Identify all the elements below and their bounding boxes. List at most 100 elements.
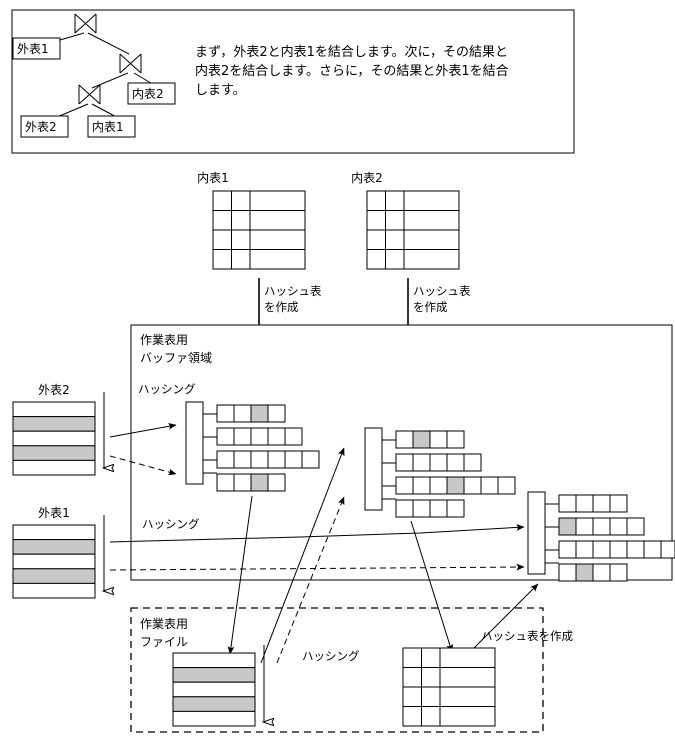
top-panel: 外表1 内表2 外表2 内表1 まず，外表2と内表1を結合します。次に，その結果… xyxy=(11,9,575,154)
file-region-label-line: ファイル xyxy=(140,635,188,649)
action-label-line: ハッシュ表 xyxy=(264,284,322,298)
hash-chain xyxy=(558,563,628,582)
hash-cell xyxy=(446,453,465,472)
join-tree-node-inner2: 内表2 xyxy=(127,82,176,105)
hash-cell xyxy=(216,404,235,423)
arrow-hashing-outer1-dashed xyxy=(109,563,525,571)
outer-table-1-group: 外表1 xyxy=(12,506,104,599)
table-row-shaded xyxy=(172,667,256,683)
hash-cell xyxy=(395,476,414,495)
table-row-shaded xyxy=(12,539,96,555)
hashing-label: ハッシング xyxy=(138,382,196,396)
inner-table-1 xyxy=(212,190,306,270)
description-line: します。 xyxy=(195,83,246,98)
arrow-hashing-outer2-dashed xyxy=(109,455,177,476)
hash-cell xyxy=(609,540,628,559)
hash-bucket-links xyxy=(382,439,396,500)
table-row xyxy=(12,430,96,447)
hash-cell xyxy=(575,494,594,513)
table-row xyxy=(172,710,256,727)
hash-chain xyxy=(395,453,482,472)
hash-chain xyxy=(216,404,286,423)
node-label: 外表2 xyxy=(25,120,57,134)
hash-cell xyxy=(216,450,235,469)
hash-cell xyxy=(395,430,414,449)
hash-chain xyxy=(395,430,465,449)
node-box xyxy=(12,37,61,60)
hash-cell xyxy=(429,453,448,472)
hash-cell-match xyxy=(446,476,465,495)
table-row xyxy=(12,401,96,418)
hash-bucket-array xyxy=(185,401,204,485)
hash-cell-match xyxy=(250,473,269,492)
join-tree-node-inner1: 内表1 xyxy=(87,115,136,138)
hash-bucket-links xyxy=(203,413,217,474)
hash-cell xyxy=(446,499,465,518)
hash-cell xyxy=(643,540,662,559)
hash-cell xyxy=(412,499,431,518)
arrow-hash1-to-workfile xyxy=(227,495,253,655)
hash-cell xyxy=(592,563,611,582)
hash-chain xyxy=(216,427,303,446)
hash-cell xyxy=(233,473,252,492)
inner-table-1-label: 内表1 xyxy=(197,171,229,185)
arrow-hashing-outer2-solid xyxy=(109,422,177,438)
work-file-table xyxy=(172,652,256,727)
table-row-shaded xyxy=(172,696,256,712)
description-line: 内表2を結合します。さらに，その結果と外表1を結合 xyxy=(195,63,509,79)
result-table xyxy=(402,647,496,727)
create-hash-label: ハッシュ表を作成 xyxy=(481,629,573,643)
file-region-border xyxy=(130,607,544,733)
action-label-line: ハッシュ表 xyxy=(413,284,471,298)
hashing-label: ハッシング xyxy=(142,517,200,531)
hash-cell xyxy=(626,540,645,559)
hash-chain xyxy=(558,494,628,513)
hash-chain xyxy=(395,499,465,518)
hash-cell xyxy=(575,540,594,559)
hash-cell xyxy=(216,473,235,492)
join-tree-node-outer1: 外表1 xyxy=(12,37,61,60)
hash-chain xyxy=(395,476,516,495)
table-row xyxy=(12,524,96,541)
inner-table-1-group: 内表1 ハッシュ表 を作成 xyxy=(197,171,322,395)
hash-cell xyxy=(575,517,594,536)
action-label-line: を作成 xyxy=(264,300,299,314)
file-region: 作業表用 ファイル ハッシング ハッシュ表を作成 xyxy=(130,607,573,733)
hash-cell xyxy=(412,476,431,495)
hash-bucket-array xyxy=(364,427,383,511)
hash-cell xyxy=(429,499,448,518)
buffer-region-label-line: 作業表用 xyxy=(140,333,188,347)
hash-cell xyxy=(592,540,611,559)
table-row xyxy=(12,582,96,599)
top-panel-description: まず，外表2と内表1を結合します。次に，その結果と 内表2を結合します。さらに，… xyxy=(195,44,509,98)
bowtie-join-icon xyxy=(74,13,97,34)
hash-cell xyxy=(626,517,645,536)
outer-table-1-label: 外表1 xyxy=(38,506,70,520)
hash-cell xyxy=(592,517,611,536)
hash-cell xyxy=(660,540,675,559)
arrow-hashing-outer1-solid xyxy=(109,524,525,543)
action-label-line: を作成 xyxy=(413,300,448,314)
hash-cell xyxy=(395,499,414,518)
node-box xyxy=(127,82,176,105)
hash-cell xyxy=(463,453,482,472)
hash-cell xyxy=(429,476,448,495)
hash-table-1 xyxy=(185,401,320,492)
hash-chain xyxy=(558,517,645,536)
node-box xyxy=(20,115,69,138)
hash-cell xyxy=(250,450,269,469)
hash-cell xyxy=(609,517,628,536)
hash-cell xyxy=(558,494,577,513)
outer-table-2-group: 外表2 xyxy=(12,383,104,476)
table-gridlines xyxy=(213,191,305,269)
hash-cell xyxy=(592,494,611,513)
hash-cell xyxy=(284,450,303,469)
hash-cell xyxy=(429,430,448,449)
hash-cell xyxy=(233,427,252,446)
hash-cell xyxy=(301,450,320,469)
hash-chain xyxy=(216,473,286,492)
outer-table-2 xyxy=(12,401,96,476)
bowtie-join-icon xyxy=(119,53,142,74)
description-line: まず，外表2と内表1を結合します。次に，その結果と xyxy=(195,44,508,60)
table-row xyxy=(12,459,96,476)
